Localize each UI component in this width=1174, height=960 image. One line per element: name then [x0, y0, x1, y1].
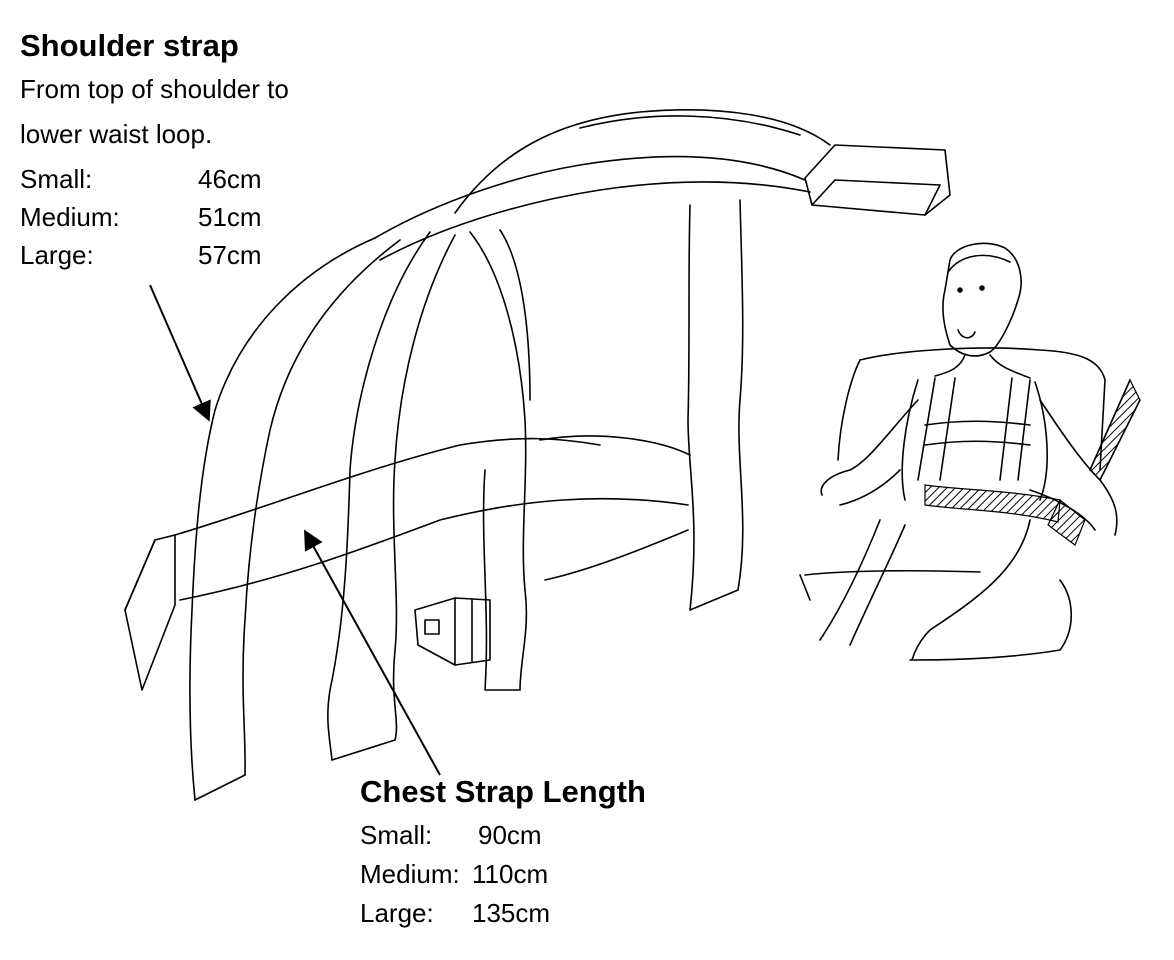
- shoulder-loop: [374, 109, 831, 261]
- second-shoulder-strap: [327, 231, 456, 761]
- chest-size-large: Large: 135cm: [360, 898, 550, 929]
- size-value: 110cm: [472, 859, 549, 889]
- size-label: Small:: [20, 164, 93, 194]
- size-value: 90cm: [478, 820, 542, 850]
- chest-size-small: Small: 90cm: [360, 820, 542, 851]
- chest-arrow: [304, 529, 441, 776]
- size-label: Large:: [20, 240, 94, 270]
- size-value: 51cm: [198, 202, 262, 232]
- shoulder-strap-title: Shoulder strap: [20, 28, 239, 63]
- size-value: 135cm: [472, 898, 551, 928]
- shoulder-pad: [804, 144, 951, 216]
- chest-size-medium: Medium: 110cm: [360, 859, 548, 890]
- seat-belt-diagonal: [1089, 378, 1141, 482]
- size-value: 57cm: [198, 240, 262, 270]
- size-label: Large:: [360, 898, 434, 928]
- shoulder-strap-desc-line2: lower waist loop.: [20, 119, 213, 149]
- size-label: Small:: [360, 820, 433, 850]
- buckle: [414, 597, 491, 666]
- size-value: 46cm: [198, 164, 262, 194]
- left-shoulder-strap: [189, 237, 401, 801]
- shoulder-arrow: [149, 284, 211, 422]
- third-shoulder-strap: [469, 229, 531, 691]
- chest-strap-band: [124, 435, 691, 691]
- shoulder-strap-desc-line1: From top of shoulder to: [20, 74, 289, 104]
- waist-belt: [924, 484, 1061, 523]
- chest-strap-title: Chest Strap Length: [360, 774, 646, 809]
- size-label: Medium:: [20, 202, 120, 232]
- shoulder-size-large: Large: 57cm: [20, 240, 262, 271]
- size-label: Medium:: [360, 859, 460, 889]
- seated-child: [799, 242, 1141, 661]
- shoulder-size-medium: Medium: 51cm: [20, 202, 262, 233]
- rear-strap: [687, 199, 744, 611]
- shoulder-size-small: Small: 46cm: [20, 164, 262, 195]
- lap-belt-end: [1047, 499, 1086, 546]
